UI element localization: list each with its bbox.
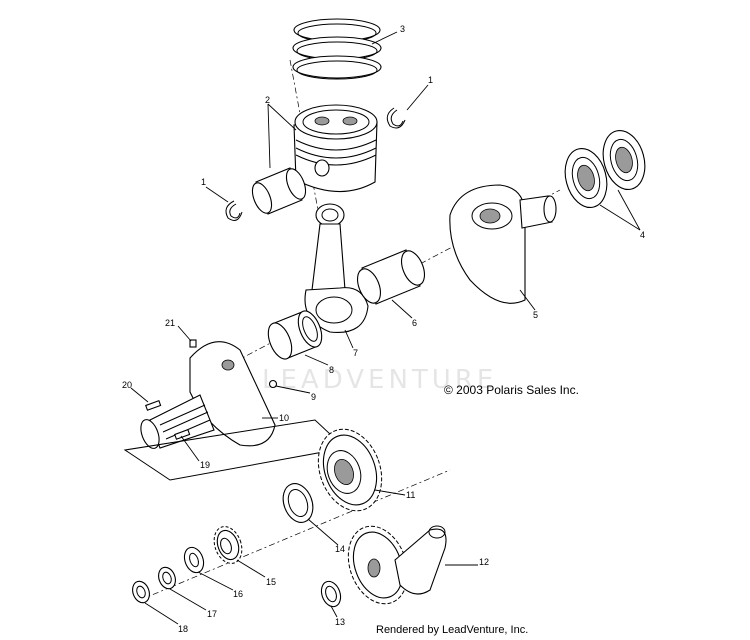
crank-half-right <box>449 184 557 304</box>
main-bearing-outer <box>602 130 646 190</box>
circlip-lower <box>225 200 243 221</box>
hex-nut-18 <box>132 580 150 604</box>
callout-19: 19 <box>200 460 210 470</box>
callout-17: 17 <box>207 609 217 619</box>
wrist-pin <box>251 167 307 215</box>
callout-13: 13 <box>335 617 345 627</box>
callout-7: 7 <box>353 348 358 358</box>
washer-17 <box>158 566 176 590</box>
woodruff-key <box>174 429 191 440</box>
rendered-by-credit: Rendered by LeadVenture, Inc. <box>376 624 529 636</box>
callout-5: 5 <box>533 310 538 320</box>
callout-2: 2 <box>265 95 270 105</box>
callout-16: 16 <box>233 589 243 599</box>
hex-nut-16 <box>183 546 205 574</box>
drive-gear <box>317 428 383 512</box>
callout-14: 14 <box>335 544 345 554</box>
crank-key <box>145 400 162 411</box>
callout-10: 10 <box>279 413 289 423</box>
callout-11: 11 <box>406 490 415 500</box>
callout-9: 9 <box>311 392 316 402</box>
circlip-upper <box>386 107 406 129</box>
thrust-washer <box>282 483 314 523</box>
callout-12: 12 <box>479 557 489 567</box>
balance-shaft <box>347 525 447 605</box>
callout-21: 21 <box>165 318 175 328</box>
callout-4: 4 <box>640 230 645 240</box>
callout-20: 20 <box>122 380 132 390</box>
callout-8: 8 <box>329 365 334 375</box>
crank-half-left <box>140 341 276 449</box>
dowel-pin <box>189 339 197 348</box>
callout-3: 3 <box>400 24 405 34</box>
piston-rings <box>292 18 382 80</box>
piston <box>293 104 378 193</box>
crank-pin <box>356 249 426 305</box>
small-gear <box>213 526 243 564</box>
connecting-rod <box>304 203 369 334</box>
washer-13 <box>320 580 342 608</box>
copyright-notice: © 2003 Polaris Sales Inc. <box>444 383 579 397</box>
callout-6: 6 <box>412 318 417 328</box>
callout-1-upper: 1 <box>428 75 433 85</box>
callout-15: 15 <box>266 577 276 587</box>
callout-18: 18 <box>178 624 188 634</box>
main-bearing-inner <box>564 148 608 208</box>
ball-9 <box>268 379 278 389</box>
leadventure-watermark: LEADVENTURE <box>262 365 498 395</box>
callout-1-lower: 1 <box>201 177 206 187</box>
leader-lines <box>130 31 641 625</box>
needle-bearing <box>267 310 323 360</box>
callouts: 3 1 2 1 4 5 6 7 8 9 10 21 20 19 11 12 14… <box>122 24 645 634</box>
